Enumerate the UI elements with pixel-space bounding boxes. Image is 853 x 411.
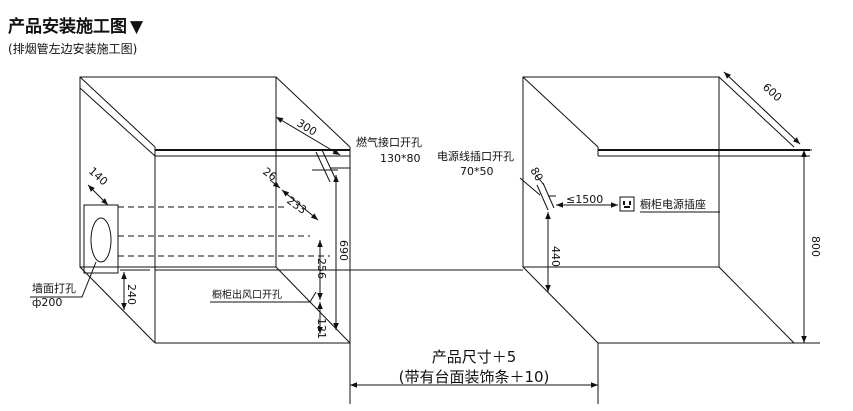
wall-hole-dia: ф200 [32,296,62,309]
power-port-label: 电源线插口开孔 [437,149,514,163]
dim-600: 600 [760,81,784,105]
dim-440: 440 [549,246,562,267]
dim-800: 800 [809,236,822,257]
dim-690: 690 [337,240,350,261]
cabinet-vent-label: 橱柜出风口开孔 [212,288,282,301]
page-title: 产品安装施工图 [8,16,127,37]
dim-240: 240 [125,284,138,305]
dim-80: 80 [527,165,545,184]
product-size-note: (带有台面装饰条＋10) [399,368,550,386]
socket-label: 橱柜电源插座 [640,197,706,211]
dim-121: 121 [315,318,328,339]
right-cabinet [350,76,820,344]
dim-233: 233 [284,194,309,217]
dim-256: 256 [315,258,328,279]
socket-icon [619,196,635,212]
power-port [519,177,556,211]
wall-hole-label: 墙面打孔 [32,281,76,295]
power-port-size: 70*50 [460,165,494,178]
dim-140: 140 [86,165,110,189]
title-marker-icon: ▼ [130,17,144,37]
dim-1500: ≤1500 [566,193,603,206]
exhaust-duct [83,204,330,274]
left-cabinet [79,76,351,344]
gas-port-size: 130*80 [380,152,421,165]
page-subtitle: (排烟管左边安装施工图) [8,41,137,56]
gas-port-label: 燃气接口开孔 [356,135,422,149]
product-size-label: 产品尺寸＋5 [432,348,517,366]
gas-port [312,149,350,183]
